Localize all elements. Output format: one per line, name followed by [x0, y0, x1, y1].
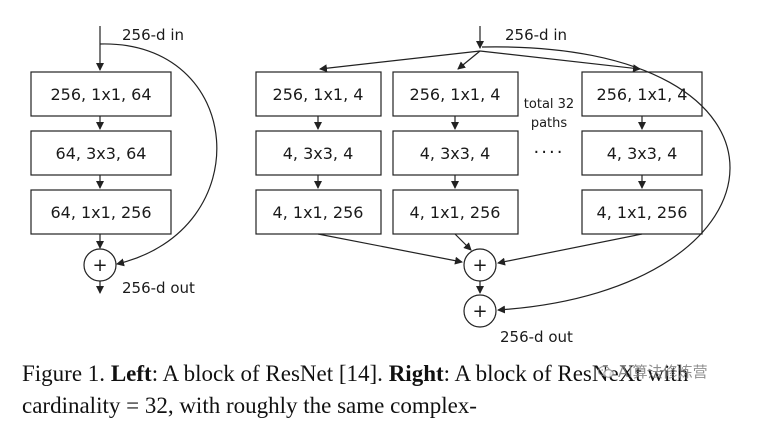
resnet-add-node: + [83, 248, 117, 282]
resnext-path-2-layer-2-label: 4, 3x3, 4 [420, 144, 491, 163]
resnet-skip-connection [99, 43, 218, 267]
resnext-path-1-layer-3-label: 4, 1x1, 256 [273, 203, 364, 222]
watermark-text: AI算法修炼营 [618, 363, 708, 381]
resnet-layer-3: 64, 1x1, 256 [30, 189, 172, 235]
figure-caption: Figure 1. Left: A block of ResNet [14]. … [22, 358, 762, 422]
resnext-path-2-layer-2: 4, 3x3, 4 [392, 130, 519, 176]
resnet-layer-2: 64, 3x3, 64 [30, 130, 172, 176]
resnext-path-3-layer-3: 4, 1x1, 256 [581, 189, 703, 235]
resnext-path-3-layer-3-label: 4, 1x1, 256 [597, 203, 688, 222]
caption-figure-number: Figure 1. [22, 361, 106, 386]
resnext-add-symbol: + [472, 301, 487, 322]
resnext-path-1-layer-1-label: 256, 1x1, 4 [273, 85, 364, 104]
resnext-path-3-layer-1: 256, 1x1, 4 [581, 71, 703, 117]
resnet-layer-1-label: 256, 1x1, 64 [50, 85, 151, 104]
resnext-path-2-layer-1: 256, 1x1, 4 [392, 71, 519, 117]
resnext-path-1: 256, 1x1, 4 4, 3x3, 4 4, 1x1, 256 [255, 71, 382, 235]
resnext-merge-arrow-1 [317, 233, 463, 265]
watermark: AI算法修炼营 [598, 361, 708, 382]
resnet-output-label: 256-d out [122, 279, 195, 297]
resnet-resnext-diagram: 256-d in 256, 1x1, 64 64, 3x3, 64 64, 1x… [30, 26, 731, 346]
caption-left-title: Left [110, 361, 152, 386]
resnet-add-symbol: + [92, 255, 107, 276]
resnext-path-1-layer-3: 4, 1x1, 256 [255, 189, 382, 235]
resnext-block: 256-d in 256, 1x1, 4 4, 3x3, 4 4, 1x1, 2… [255, 26, 731, 346]
resnext-path-3: 256, 1x1, 4 4, 3x3, 4 4, 1x1, 256 [581, 71, 703, 235]
resnext-path-2-layer-3: 4, 1x1, 256 [392, 189, 519, 235]
paths-note-line1: total 32 [524, 97, 574, 112]
resnext-aggregate-symbol: + [472, 255, 487, 276]
wechat-icon [598, 365, 614, 378]
resnext-merge-arrow-2 [454, 233, 472, 251]
resnext-fanout-arrow-1 [319, 50, 481, 73]
resnext-skip-connection [481, 46, 731, 314]
paths-ellipsis: ···· [534, 142, 565, 163]
resnext-fanout-arrow-2 [457, 50, 481, 70]
resnext-path-2-layer-1-label: 256, 1x1, 4 [410, 85, 501, 104]
resnext-add-node: + [463, 294, 497, 328]
resnet-block: 256-d in 256, 1x1, 64 64, 3x3, 64 64, 1x… [30, 26, 218, 297]
resnext-path-3-layer-2-label: 4, 3x3, 4 [607, 144, 678, 163]
resnext-path-3-layer-1-label: 256, 1x1, 4 [597, 85, 688, 104]
resnext-aggregate-node: + [463, 248, 497, 282]
resnext-path-1-layer-2: 4, 3x3, 4 [255, 130, 382, 176]
paths-note-line2: paths [531, 116, 568, 131]
resnext-path-3-layer-2: 4, 3x3, 4 [581, 130, 703, 176]
resnext-path-2-layer-3-label: 4, 1x1, 256 [410, 203, 501, 222]
resnet-layer-3-label: 64, 1x1, 256 [50, 203, 151, 222]
resnet-input-label: 256-d in [122, 26, 184, 44]
resnext-path-2: 256, 1x1, 4 4, 3x3, 4 4, 1x1, 256 [392, 71, 519, 235]
resnet-layer-2-label: 64, 3x3, 64 [56, 144, 147, 163]
caption-right-text: : A block of ResNeXt with cardinality = … [22, 361, 689, 418]
resnext-input-label: 256-d in [505, 26, 567, 44]
caption-left-text: : A block of ResNet [14]. [151, 361, 383, 386]
caption-right-title: Right [388, 361, 444, 386]
resnext-path-1-layer-2-label: 4, 3x3, 4 [283, 144, 354, 163]
resnet-layer-1: 256, 1x1, 64 [30, 71, 172, 117]
resnext-path-1-layer-1: 256, 1x1, 4 [255, 71, 382, 117]
resnext-merge-arrow-3 [497, 233, 643, 266]
resnext-output-label: 256-d out [500, 328, 573, 346]
resnext-fanout-arrow-3 [479, 50, 641, 73]
